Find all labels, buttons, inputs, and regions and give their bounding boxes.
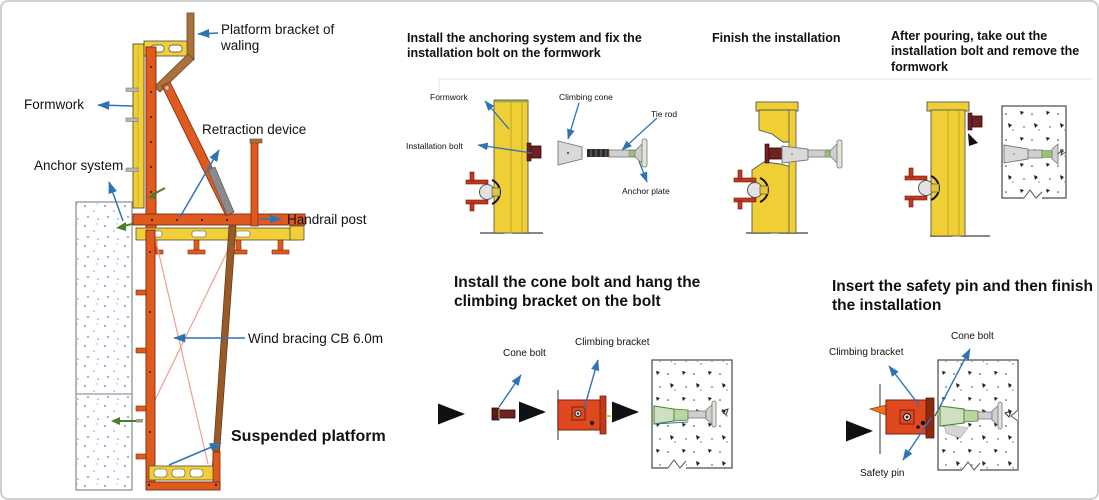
step2-title: Finish the installation <box>712 31 841 45</box>
platform-bracket-label: Platform bracket of waling <box>221 22 335 54</box>
step4-title: Install the cone bolt and hang the climb… <box>454 274 701 310</box>
step1-callout-arrows <box>477 100 658 183</box>
formwork-panel-graphic <box>132 43 145 209</box>
step4-callout-arrows <box>498 359 600 410</box>
step1-formwork-label: Formwork <box>430 92 468 102</box>
step1-anchor-plate-label: Anchor plate <box>622 186 670 196</box>
step5-diagram <box>846 348 1019 474</box>
step5-cone-bolt-label: Cone bolt <box>951 331 994 342</box>
step1-tie-rod-label: Tie rod <box>651 109 678 119</box>
step4-cone-bolt-label: Cone bolt <box>503 348 546 359</box>
step4-climbing-bracket-label: Climbing bracket <box>575 337 650 348</box>
step5-callout-arrows <box>888 348 971 461</box>
left-cross-section-diagram <box>75 12 306 491</box>
step1-diagram <box>465 99 658 234</box>
step1-climbing-cone-label: Climbing cone <box>559 92 613 102</box>
handrail-post-label: Handrail post <box>287 212 367 227</box>
step3-title: After pouring, take out the installation… <box>891 29 1080 74</box>
step5-title: Insert the safety pin and then finish th… <box>832 278 1093 314</box>
lower-frame-graphic <box>135 225 237 489</box>
step5-climbing-bracket-label: Climbing bracket <box>829 347 904 358</box>
wind-bracing-label: Wind bracing CB 6.0m <box>248 331 384 346</box>
step2-diagram <box>733 101 843 234</box>
retraction-device-graphic <box>161 81 235 217</box>
step3-diagram <box>904 101 1067 237</box>
suspended-platform-label: Suspended platform <box>231 428 386 445</box>
pasted-image-border <box>438 78 1092 97</box>
formwork-label: Formwork <box>24 97 84 112</box>
anchor-system-label: Anchor system <box>34 158 124 173</box>
step1-title: Install the anchoring system and fix the… <box>407 31 642 61</box>
step4-diagram <box>438 359 733 472</box>
step5-safety-pin-label: Safety pin <box>860 468 905 479</box>
concrete-wall-graphic <box>75 201 133 491</box>
step1-installation-bolt-label: Installation bolt <box>406 141 463 151</box>
main-rail-graphic <box>125 46 157 231</box>
left-callout-arrows <box>97 28 282 466</box>
retraction-device-label: Retraction device <box>202 122 307 137</box>
suspended-platform-graphic <box>145 451 221 491</box>
